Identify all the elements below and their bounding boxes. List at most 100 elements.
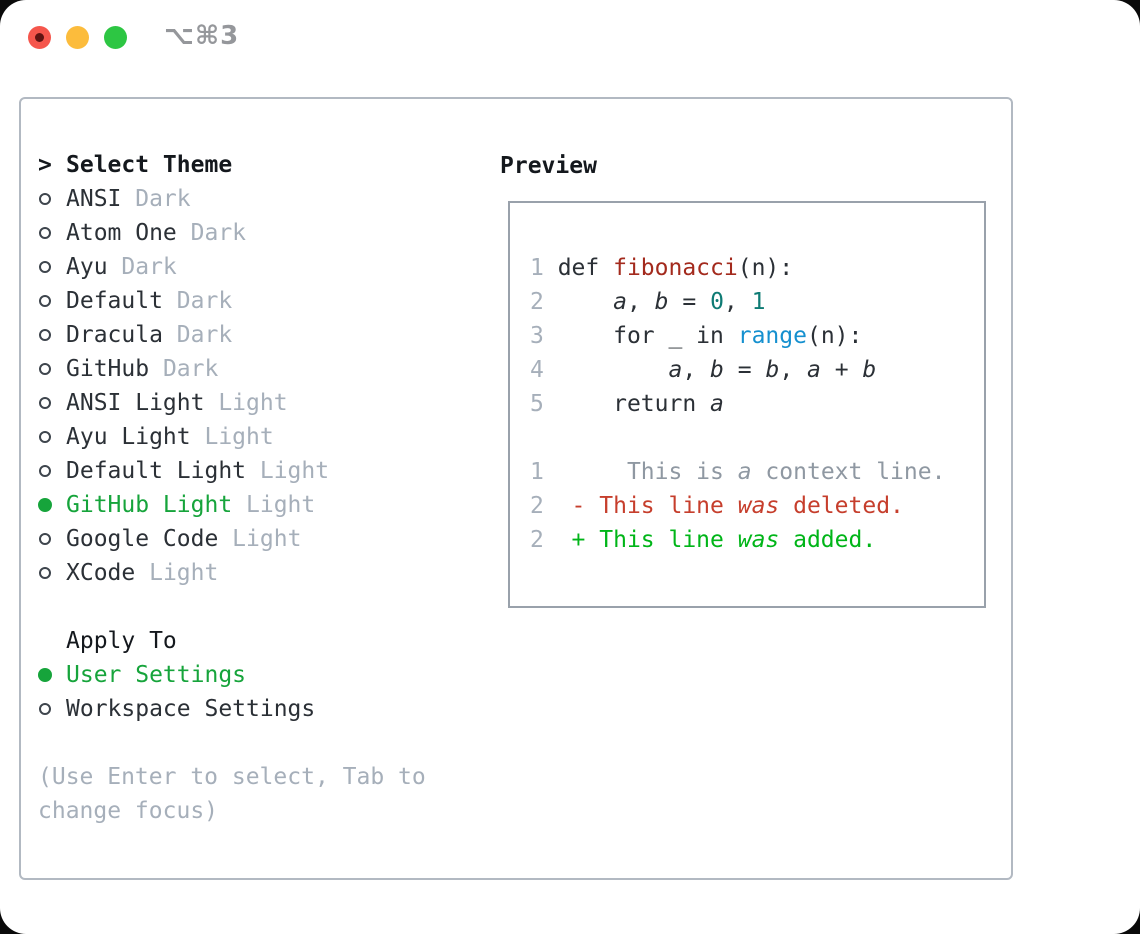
option-label: User Settings — [66, 662, 247, 688]
line-number: 2 — [530, 527, 558, 553]
option-label: Ayu Light — [66, 424, 191, 450]
code-line: 5 return a — [530, 387, 945, 421]
variant-label: Dark — [107, 254, 177, 280]
variant-label: Dark — [162, 322, 233, 348]
variant-label: Dark — [162, 288, 233, 314]
variant-label: Dark — [121, 186, 191, 212]
code-segment: b — [654, 289, 669, 315]
code-segment: , — [682, 357, 711, 383]
main-panel — [19, 97, 1013, 880]
line-number: 2 — [530, 289, 558, 315]
theme-option-dracula[interactable]: Dracula Dark — [38, 318, 426, 352]
theme-option-ayu[interactable]: Ayu Dark — [38, 250, 426, 284]
section-gap — [38, 726, 426, 760]
option-label: Dracula — [66, 322, 163, 348]
option-label: Default Light — [66, 458, 247, 484]
radio-unselected-icon — [38, 533, 66, 545]
theme-option-xcode[interactable]: XCode Light — [38, 556, 426, 590]
code-segment: b — [862, 357, 877, 383]
code-line: 2 a, b = 0, 1 — [530, 285, 945, 319]
variant-label: Dark — [176, 220, 247, 246]
code-line: 2 + This line was added. — [530, 523, 945, 557]
preview-title: Preview — [500, 153, 597, 179]
apply-option-user-settings[interactable]: User Settings — [38, 658, 426, 692]
code-segment: was — [737, 527, 780, 553]
code-segment: for _ in — [557, 323, 738, 349]
code-segment: = — [723, 357, 766, 383]
code-segment: a — [807, 357, 821, 383]
variant-label: Light — [246, 458, 330, 484]
option-label: ANSI Light — [66, 390, 205, 416]
option-label: GitHub Light — [66, 492, 233, 518]
line-number: 4 — [530, 357, 558, 383]
variant-label: Light — [232, 492, 316, 518]
radio-unselected-icon — [38, 465, 66, 477]
radio-unselected-icon — [38, 703, 66, 715]
variant-label: Light — [135, 560, 219, 586]
line-number: 2 — [530, 493, 558, 519]
apply-option-workspace-settings[interactable]: Workspace Settings — [38, 692, 426, 726]
code-segment: a — [710, 391, 724, 417]
radio-unselected-icon — [38, 227, 66, 239]
code-segment: deleted. — [779, 493, 904, 519]
theme-option-github-light[interactable]: GitHub Light Light — [38, 488, 426, 522]
theme-option-ansi[interactable]: ANSI Dark — [38, 182, 426, 216]
option-label: Workspace Settings — [66, 696, 316, 722]
code-segment: a — [613, 289, 627, 315]
radio-unselected-icon — [38, 397, 66, 409]
theme-option-atom-one[interactable]: Atom One Dark — [38, 216, 426, 250]
close-button[interactable] — [28, 26, 51, 49]
hint-text-line2: change focus) — [38, 798, 219, 824]
code-segment — [558, 289, 613, 315]
section-gap — [38, 590, 426, 624]
theme-picker-title: Select Theme — [66, 152, 233, 178]
radio-unselected-icon — [38, 261, 66, 273]
code-segment: a — [668, 357, 683, 383]
code-segment: def — [557, 255, 614, 281]
code-segment: b — [765, 357, 780, 383]
code-segment: , — [723, 289, 752, 315]
hint-text-line1: (Use Enter to select, Tab to — [38, 764, 426, 790]
code-line: 1 This is a context line. — [530, 455, 945, 489]
code-segment: range — [737, 323, 807, 349]
zoom-button[interactable] — [104, 26, 127, 49]
window-title: ⌥⌘3 — [164, 21, 240, 51]
code-line: 3 for _ in range(n): — [530, 319, 945, 353]
code-segment: 1 — [751, 289, 766, 315]
radio-unselected-icon — [38, 431, 66, 443]
theme-option-default[interactable]: Default Dark — [38, 284, 426, 318]
code-segment: + This line — [557, 527, 738, 553]
code-line — [530, 421, 945, 455]
theme-option-ansi-light[interactable]: ANSI Light Light — [38, 386, 426, 420]
theme-option-ayu-light[interactable]: Ayu Light Light — [38, 420, 426, 454]
code-segment: (n): — [737, 255, 794, 281]
theme-option-google-code[interactable]: Google Code Light — [38, 522, 426, 556]
code-segment: = — [668, 289, 711, 315]
code-segment: (n): — [806, 323, 863, 349]
code-segment: a — [737, 459, 752, 485]
option-label: Google Code — [66, 526, 219, 552]
code-segment: context line. — [751, 459, 946, 485]
code-segment: added. — [779, 527, 877, 553]
variant-label: Light — [204, 390, 288, 416]
code-segment: b — [710, 357, 724, 383]
minimize-button[interactable] — [66, 26, 89, 49]
code-line: 4 a, b = b, a + b — [530, 353, 945, 387]
theme-option-default-light[interactable]: Default Light Light — [38, 454, 426, 488]
code-segment: + — [820, 357, 863, 383]
code-line: 2 - This line was deleted. — [530, 489, 945, 523]
radio-unselected-icon — [38, 295, 66, 307]
radio-unselected-icon — [38, 193, 66, 205]
theme-option-github[interactable]: GitHub Dark — [38, 352, 426, 386]
apply-to-title: Apply To — [66, 628, 177, 654]
option-label: ANSI — [66, 186, 122, 212]
variant-label: Dark — [149, 356, 219, 382]
apply-to-header: Apply To — [38, 624, 426, 658]
code-segment: was — [737, 493, 780, 519]
option-label: Atom One — [66, 220, 177, 246]
focus-caret-icon: > — [38, 152, 52, 178]
code-segment — [558, 357, 669, 383]
